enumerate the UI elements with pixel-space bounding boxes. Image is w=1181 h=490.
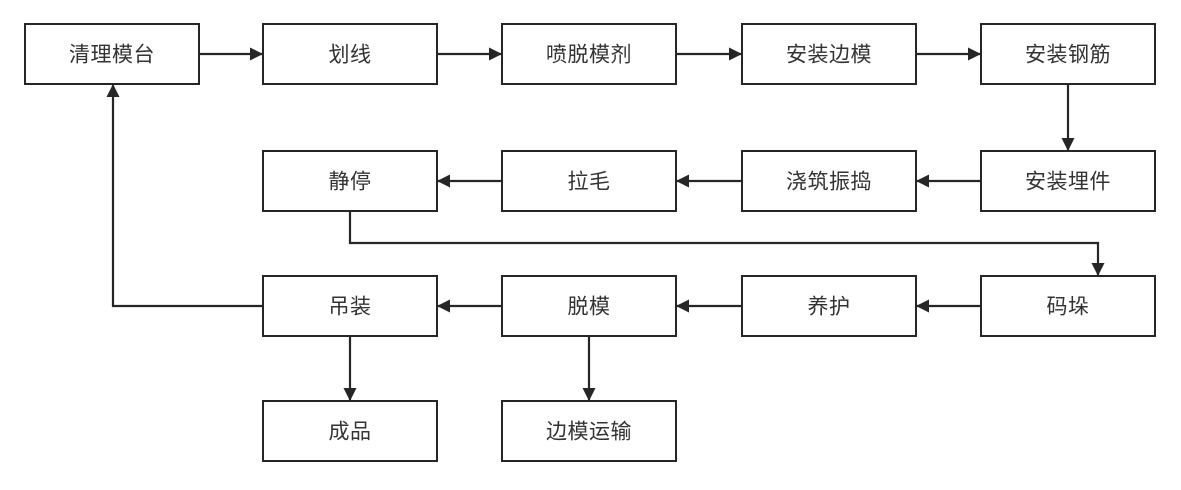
flow-node-n10[interactable]: 码垛 <box>979 274 1157 338</box>
node-box <box>261 149 439 213</box>
arrowhead-left <box>437 174 450 188</box>
node-label: 安装埋件 <box>1025 171 1111 194</box>
arrowhead-right <box>489 47 502 61</box>
flow-edge-n13-to-n14 <box>343 336 357 401</box>
flow-edge-n12-to-n15 <box>582 336 596 401</box>
flow-edge-n11-to-n12 <box>676 299 742 313</box>
flow-edge-n8-to-n9 <box>437 174 502 188</box>
flow-edge-n5-to-n6 <box>1061 84 1075 151</box>
flow-node-n11[interactable]: 养护 <box>740 274 918 338</box>
arrowhead-left <box>916 174 929 188</box>
arrowhead-right <box>968 47 981 61</box>
node-label: 吊装 <box>329 296 372 319</box>
flow-node-n8[interactable]: 拉毛 <box>500 149 678 213</box>
node-box <box>500 399 678 463</box>
node-label: 成品 <box>329 421 372 444</box>
arrowhead-left <box>437 299 450 313</box>
flow-node-n7[interactable]: 浇筑振捣 <box>740 149 918 213</box>
flow-edge-n2-to-n3 <box>437 47 502 61</box>
node-label: 划线 <box>329 44 372 67</box>
arrowhead-left <box>916 299 929 313</box>
flow-node-n6[interactable]: 安装埋件 <box>979 149 1157 213</box>
flow-node-n14[interactable]: 成品 <box>261 399 439 463</box>
node-label: 喷脱模剂 <box>546 44 632 67</box>
flow-node-n13[interactable]: 吊装 <box>261 274 439 338</box>
arrowhead-left <box>676 174 689 188</box>
arrowhead-down <box>582 388 596 401</box>
flow-node-n4[interactable]: 安装边模 <box>740 22 918 86</box>
node-box <box>740 149 918 213</box>
flow-edge-n3-to-n4 <box>676 47 742 61</box>
flow-edge-n10-to-n11 <box>916 299 981 313</box>
node-box <box>979 149 1157 213</box>
node-box <box>500 149 678 213</box>
arrowhead-down <box>1061 138 1075 151</box>
flow-node-n12[interactable]: 脱模 <box>500 274 678 338</box>
flow-node-n15[interactable]: 边模运输 <box>500 399 678 463</box>
flow-node-n1[interactable]: 清理模台 <box>23 22 201 86</box>
node-label: 边模运输 <box>546 421 632 444</box>
edge-line <box>111 84 263 308</box>
flow-node-n3[interactable]: 喷脱模剂 <box>500 22 678 86</box>
node-box <box>261 274 439 338</box>
flow-node-n2[interactable]: 划线 <box>261 22 439 86</box>
node-box <box>261 22 439 86</box>
node-box <box>740 274 918 338</box>
arrowhead-down <box>1091 263 1105 276</box>
node-label: 静停 <box>329 171 372 194</box>
flow-edge-n13-to-n1 <box>106 84 263 308</box>
flow-edge-n6-to-n7 <box>916 174 981 188</box>
node-box <box>261 399 439 463</box>
edge-line <box>348 211 1100 276</box>
arrowhead-right <box>729 47 742 61</box>
node-label: 浇筑振捣 <box>786 171 872 194</box>
node-label: 码垛 <box>1047 296 1090 319</box>
arrowhead-left <box>676 299 689 313</box>
node-box <box>23 22 201 86</box>
flow-node-n9[interactable]: 静停 <box>261 149 439 213</box>
flow-edge-n4-to-n5 <box>916 47 981 61</box>
arrowhead-down <box>343 388 357 401</box>
node-label: 清理模台 <box>69 44 155 67</box>
node-box <box>500 274 678 338</box>
arrowhead-right <box>250 47 263 61</box>
flow-edge-n7-to-n8 <box>676 174 742 188</box>
flow-edge-n1-to-n2 <box>199 47 263 61</box>
node-label: 脱模 <box>568 296 611 319</box>
node-box <box>979 22 1157 86</box>
node-label: 拉毛 <box>568 171 611 194</box>
flow-edge-n12-to-n13 <box>437 299 502 313</box>
node-label: 养护 <box>808 296 851 319</box>
edges-layer <box>106 47 1105 401</box>
node-box <box>740 22 918 86</box>
flow-edge-n9-to-n10 <box>348 211 1105 276</box>
node-label: 安装边模 <box>786 44 872 67</box>
arrowhead-up <box>106 84 120 97</box>
node-box <box>500 22 678 86</box>
node-box <box>979 274 1157 338</box>
flow-node-n5[interactable]: 安装钢筋 <box>979 22 1157 86</box>
node-label: 安装钢筋 <box>1025 44 1111 67</box>
